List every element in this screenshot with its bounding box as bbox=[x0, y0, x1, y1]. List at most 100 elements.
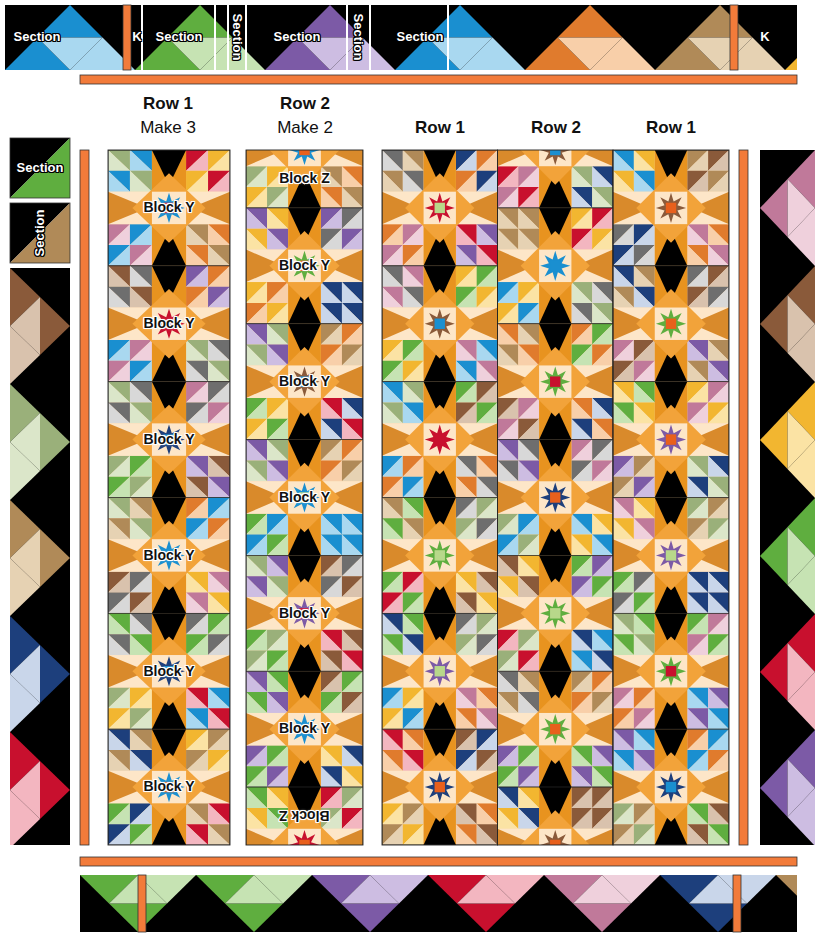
orange-frame bbox=[636, 521, 706, 591]
half-square-triangle bbox=[456, 403, 477, 424]
half-square-triangle bbox=[342, 303, 363, 324]
block-outline bbox=[108, 150, 230, 266]
half-square-triangle bbox=[403, 456, 424, 477]
half-square-triangle bbox=[321, 303, 342, 324]
sashing-bar bbox=[80, 75, 797, 84]
half-square-triangle bbox=[208, 729, 230, 750]
half-square-triangle bbox=[592, 208, 613, 229]
half-square-triangle bbox=[498, 555, 519, 576]
half-square-triangle bbox=[613, 171, 634, 192]
half-square-triangle bbox=[267, 398, 288, 419]
fabric-patch bbox=[539, 481, 571, 513]
half-square-triangle bbox=[634, 245, 655, 266]
half-square-triangle bbox=[687, 687, 708, 708]
orange-frame bbox=[521, 231, 590, 301]
half-square-triangle bbox=[592, 745, 613, 766]
star-patch bbox=[289, 830, 319, 845]
half-square-triangle bbox=[592, 187, 613, 208]
half-square-triangle bbox=[477, 572, 498, 593]
half-square-triangle bbox=[186, 456, 208, 477]
half-square-triangle bbox=[687, 613, 708, 634]
half-square-triangle bbox=[571, 187, 592, 208]
half-square-triangle bbox=[382, 340, 403, 361]
half-square-triangle bbox=[246, 630, 267, 651]
half-square-triangle bbox=[342, 460, 363, 481]
half-square-triangle bbox=[456, 224, 477, 245]
half-square-triangle bbox=[477, 708, 498, 729]
star-patch bbox=[425, 425, 455, 455]
half-square-triangle bbox=[108, 287, 130, 308]
half-square-triangle bbox=[342, 745, 363, 766]
block-outline bbox=[108, 498, 230, 614]
half-square-triangle bbox=[321, 345, 342, 366]
half-square-triangle bbox=[518, 650, 539, 671]
half-square-triangle bbox=[613, 361, 634, 382]
block-label: Block Y bbox=[143, 316, 194, 331]
block-ground bbox=[108, 613, 230, 729]
half-square-triangle bbox=[613, 340, 634, 361]
half-square-triangle bbox=[382, 382, 403, 403]
star-center bbox=[435, 666, 445, 676]
half-square-triangle bbox=[342, 187, 363, 208]
half-square-triangle bbox=[708, 824, 729, 845]
left-border-triangles bbox=[10, 268, 70, 845]
half-square-triangle bbox=[403, 613, 424, 634]
orange-frame bbox=[405, 637, 474, 707]
half-square-triangle bbox=[208, 403, 230, 424]
star-center bbox=[666, 434, 676, 444]
half-square-triangle bbox=[186, 498, 208, 519]
half-square-triangle bbox=[477, 803, 498, 824]
quilt-block: Block Y bbox=[246, 208, 363, 324]
half-square-triangle bbox=[687, 456, 708, 477]
half-square-triangle bbox=[267, 440, 288, 461]
star-patch bbox=[425, 309, 455, 339]
half-square-triangle bbox=[108, 224, 130, 245]
half-square-triangle bbox=[186, 613, 208, 634]
half-square-triangle bbox=[321, 440, 342, 461]
half-square-triangle bbox=[708, 750, 729, 771]
half-square-triangle bbox=[687, 224, 708, 245]
half-square-triangle bbox=[382, 613, 403, 634]
fabric-patch bbox=[655, 192, 687, 224]
half-square-triangle bbox=[208, 150, 230, 171]
half-square-triangle bbox=[321, 514, 342, 535]
orange-frame bbox=[636, 289, 706, 359]
half-square-triangle bbox=[208, 382, 230, 403]
half-square-triangle bbox=[130, 224, 152, 245]
half-square-triangle bbox=[592, 671, 613, 692]
half-square-triangle bbox=[708, 729, 729, 750]
half-square-triangle bbox=[687, 171, 708, 192]
half-square-triangle bbox=[321, 440, 342, 461]
half-square-triangle bbox=[456, 340, 477, 361]
block-outline bbox=[498, 555, 614, 671]
half-square-triangle bbox=[342, 787, 363, 808]
half-square-triangle bbox=[108, 803, 130, 824]
block-outline bbox=[246, 150, 363, 208]
half-square-triangle bbox=[342, 535, 363, 556]
half-square-triangle bbox=[613, 572, 634, 593]
half-square-triangle bbox=[186, 171, 208, 192]
half-square-triangle bbox=[518, 324, 539, 345]
fabric-patch bbox=[539, 365, 571, 397]
half-square-triangle bbox=[708, 592, 729, 613]
half-square-triangle bbox=[342, 692, 363, 713]
block-label: Block Y bbox=[143, 200, 194, 215]
half-square-triangle bbox=[246, 398, 267, 419]
half-square-triangle bbox=[186, 592, 208, 613]
half-square-triangle bbox=[208, 634, 230, 655]
half-square-triangle bbox=[382, 687, 403, 708]
section-label: Section bbox=[274, 30, 321, 44]
half-square-triangle bbox=[403, 266, 424, 287]
half-square-triangle bbox=[246, 440, 267, 461]
half-square-triangle bbox=[571, 166, 592, 187]
half-square-triangle bbox=[477, 613, 498, 634]
half-square-triangle bbox=[321, 398, 342, 419]
half-square-triangle bbox=[403, 750, 424, 771]
half-square-triangle bbox=[130, 803, 152, 824]
half-square-triangle bbox=[592, 692, 613, 713]
half-square-triangle bbox=[708, 477, 729, 498]
section-gap bbox=[245, 5, 247, 70]
half-square-triangle bbox=[498, 745, 519, 766]
half-square-triangle bbox=[130, 477, 152, 498]
fabric-patch bbox=[655, 771, 687, 803]
